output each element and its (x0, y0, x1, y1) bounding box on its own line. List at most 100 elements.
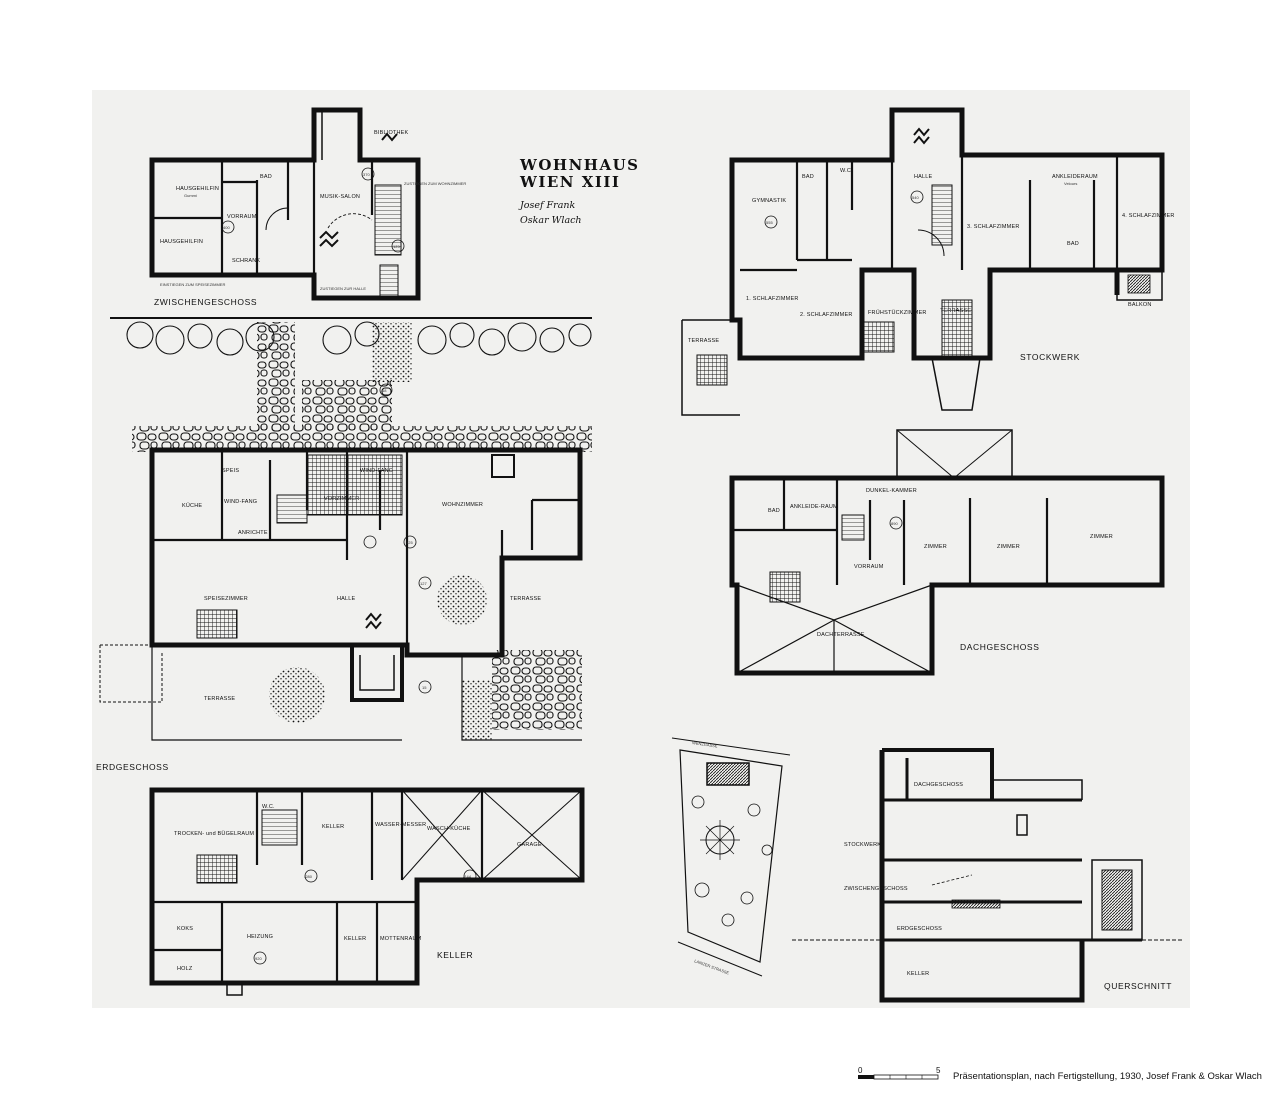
scale-end-label: 5 (936, 1066, 941, 1075)
level-z-125: 125 (393, 244, 400, 249)
floor-label-dachgeschoss: DACHGESCHOSS (960, 642, 1039, 652)
scale-start-label: 0 (858, 1066, 863, 1075)
room-musiksalon: MUSIK-SALON (320, 194, 360, 200)
room-schrank: SCHRANK (232, 258, 260, 264)
room-zimmer-d-2: ZIMMER (997, 544, 1020, 550)
level-e-18: 18 (382, 388, 387, 393)
level-e-127: 127 (420, 581, 427, 586)
level-e-125: 125 (406, 540, 413, 545)
room-vorzimmer: VORZIMMER (324, 496, 359, 502)
room-hausgehilfin-1: HAUSGEHILFIN (176, 186, 219, 192)
room-schlafzimmer-3: 3. SCHLAFZIMMER (967, 224, 1020, 230)
room-ankleideraum-s: ANKLEIDERAUM (1052, 174, 1098, 180)
room-keller-2: KELLER (344, 936, 366, 942)
room-zimmer-d-3: ZIMMER (1090, 534, 1113, 540)
room-zimmer-d-1: ZIMMER (924, 544, 947, 550)
room-windfang-1: WIND-FANG (224, 499, 257, 505)
floor-plan-drawing: WOHNHAUS WIEN XIII Josef Frank Oskar Wla… (96, 107, 1182, 1003)
room-windfang-2: WIND-FANG (360, 468, 393, 474)
room-speisezimmer: SPEISEZIMMER (204, 596, 248, 602)
room-wc-k: W.C. (262, 804, 275, 810)
floor-label-stockwerk: STOCKWERK (1020, 352, 1080, 362)
garden-hedge (110, 317, 592, 356)
level-k-920: 920 (255, 956, 262, 961)
room-hausgehilfin-1-floor: Gummi (184, 193, 197, 198)
room-trockenraum: TROCKEN- und BÜGELRAUM (174, 830, 254, 837)
architect-2: Oskar Wlach (520, 215, 582, 226)
room-terrasse-e-1: TERRASSE (510, 596, 541, 602)
room-schlafzimmer-2: 2. SCHLAFZIMMER (800, 312, 853, 318)
room-heizung: HEIZUNG (247, 934, 273, 940)
floor-label-erdgeschoss: ERDGESCHOSS (96, 762, 169, 772)
room-vorraum-z: VORRAUM (227, 214, 257, 220)
room-balkon: BALKON (1128, 302, 1152, 308)
floor-label-zwischengeschoss: ZWISCHENGESCHOSS (154, 297, 257, 307)
room-dachterrasse: DACHTERRASSE (817, 632, 865, 638)
room-bibliothek: BIBLIOTHEK (374, 130, 409, 136)
room-ankleideraum-s-floor: Velours (1064, 181, 1077, 186)
drawing-sheet: WOHNHAUS WIEN XIII Josef Frank Oskar Wla… (92, 90, 1190, 1008)
section-label-zwischengeschoss: ZWISCHENGESCHOSS (844, 886, 908, 892)
room-koks: KOKS (177, 926, 193, 932)
note-einstiegen-speise: EINSTIEGEN ZUM SPEISEZIMMER (160, 282, 225, 287)
room-schlafzimmer-1: 1. SCHLAFZIMMER (746, 296, 799, 302)
room-wohnzimmer: WOHNZIMMER (442, 502, 483, 508)
street-wenzgasse: WENZGASSE (692, 740, 718, 749)
plan-keller (149, 787, 585, 996)
room-vorraum-d: VORRAUM (854, 564, 884, 570)
scale-segment-1 (858, 1075, 874, 1079)
room-terrasse-e-2: TERRASSE (204, 696, 235, 702)
room-keller-1: KELLER (322, 824, 344, 830)
room-anrichte: ANRICHTE (238, 530, 268, 536)
level-z-400: 400 (223, 225, 230, 230)
room-gymnastik: GYMNASTIK (752, 198, 786, 204)
room-bad-s-1: BAD (802, 174, 814, 180)
room-fruehstueckzimmer: FRÜHSTÜCKZIMMER (868, 309, 927, 316)
room-terrasse-s-2: TERRASSE (940, 308, 971, 314)
sheet-title-line1: WOHNHAUS (519, 156, 640, 174)
level-d-890: 890 (891, 521, 898, 526)
section-label-erdgeschoss: ERDGESCHOSS (897, 926, 942, 932)
room-bad-s-2: BAD (1067, 241, 1079, 247)
room-halle-s: HALLE (914, 174, 933, 180)
floor-label-keller: KELLER (437, 950, 473, 960)
room-garage: GARAGE (517, 842, 542, 848)
room-bad-d: BAD (768, 508, 780, 514)
section-querschnitt (792, 748, 1182, 1003)
stone-path (257, 322, 295, 432)
note-zustiegen-wohn: ZUSTIEGEN ZUM WOHNZIMMER (404, 181, 466, 186)
site-plan (671, 737, 791, 977)
room-ankleideraum-d: ANKLEIDE-RAUM (790, 504, 838, 510)
room-dunkelkammer: DUNKEL-KAMMER (866, 488, 917, 494)
plan-zwischengeschoss (149, 107, 421, 301)
level-s-540: 540 (912, 195, 919, 200)
level-s-555: 555 (766, 220, 773, 225)
sheet-title-line2: WIEN XIII (519, 173, 620, 191)
plan-caption: Präsentationsplan, nach Fertigstellung, … (953, 1071, 1262, 1082)
room-wassermesser: WASSER-MESSER (375, 822, 426, 828)
room-schlafzimmer-4: 4. SCHLAFZIMMER (1122, 213, 1175, 219)
level-z-370: 370 (363, 172, 370, 177)
note-zustiegen-halle: ZUSTIEGEN ZUR HALLE (320, 286, 366, 291)
room-hausgehilfin-2: HAUSGEHILFIN (160, 239, 203, 245)
level-k-280: -280 (304, 874, 313, 879)
room-halle-e: HALLE (337, 596, 356, 602)
plan-stockwerk (681, 107, 1165, 416)
room-wc-s: W.C. (840, 168, 853, 174)
room-speis: SPEIS (222, 468, 239, 474)
plan-erdgeschoss (99, 383, 583, 741)
floor-label-querschnitt: QUERSCHNITT (1104, 981, 1172, 991)
room-holz: HOLZ (177, 966, 193, 972)
section-label-keller: KELLER (907, 971, 929, 977)
room-kueche: KÜCHE (182, 502, 202, 509)
section-label-dachgeschoss: DACHGESCHOSS (914, 782, 963, 788)
room-bad-z: BAD (260, 174, 272, 180)
level-k-144: -144 (463, 874, 472, 879)
scale-bar: 0 5 (858, 1066, 941, 1080)
level-e-15: 15 (422, 685, 427, 690)
plan-dachgeschoss (729, 429, 1165, 676)
room-terrasse-s-1: TERRASSE (688, 338, 719, 344)
section-label-stockwerk: STOCKWERK (844, 842, 881, 848)
architect-1: Josef Frank (518, 200, 575, 211)
room-mottenraum: MOTTENRAUM (380, 936, 422, 942)
